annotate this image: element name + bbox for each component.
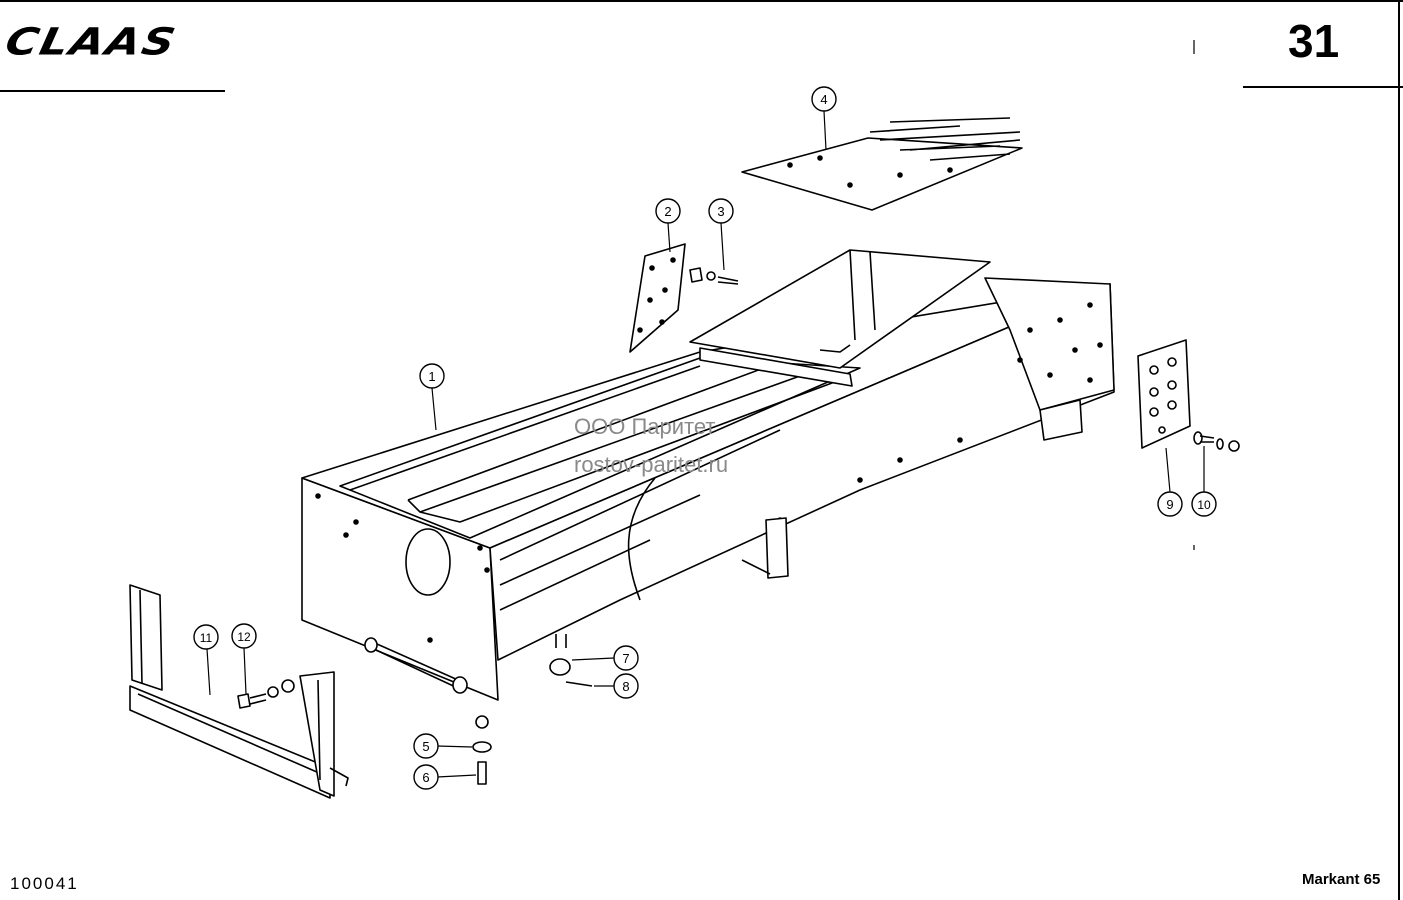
part-11-support-frame	[129, 584, 349, 799]
callout-12: 12	[231, 623, 257, 649]
callout-1: 1	[419, 363, 445, 389]
callout-6: 6	[413, 764, 439, 790]
svg-text:11: 11	[200, 631, 213, 645]
part-2-gusset-plate	[629, 243, 686, 353]
watermark-company: ООО Паритет	[574, 414, 716, 439]
part-3-bolt-set	[689, 267, 739, 285]
brand-rule	[0, 90, 225, 92]
svg-text:10: 10	[1197, 498, 1211, 512]
page-number: 31	[1288, 15, 1340, 67]
part-7-8-nut-pin	[549, 658, 593, 687]
part-5-6-fasteners	[472, 715, 492, 785]
leader-lines	[206, 40, 1205, 778]
callout-2: 2	[655, 198, 681, 224]
part-9-side-plate	[1137, 339, 1191, 449]
callout-7: 7	[613, 645, 639, 671]
callout-5: 5	[413, 733, 439, 759]
svg-text:3: 3	[717, 204, 724, 219]
svg-text:5: 5	[422, 739, 429, 754]
model-name: Markant 65	[1302, 871, 1381, 888]
callout-9: 9	[1157, 491, 1183, 517]
svg-text:9: 9	[1166, 497, 1173, 512]
frame-top-line	[0, 0, 1403, 2]
svg-text:7: 7	[622, 651, 629, 666]
svg-text:1: 1	[428, 369, 435, 384]
callout-11: 11	[193, 624, 219, 650]
svg-text:6: 6	[422, 770, 429, 785]
svg-text:8: 8	[622, 679, 629, 694]
callout-bubbles: 1 2 3 4 5 6 7 8 9 10 11 12	[193, 86, 1217, 790]
cross-tube	[364, 637, 468, 694]
frame-right-line	[1398, 0, 1400, 900]
drawing-code: 100041	[10, 874, 79, 893]
svg-text:2: 2	[664, 204, 671, 219]
svg-text:4: 4	[820, 92, 827, 107]
part-4-top-cover	[741, 117, 1023, 211]
watermark-url: rostov-paritet.ru	[574, 452, 729, 477]
callout-4: 4	[811, 86, 837, 112]
part-10-bolt-set	[1193, 431, 1240, 452]
callout-8: 8	[613, 673, 639, 699]
part-12-bolt-set	[237, 679, 295, 709]
page-rule	[1243, 86, 1403, 88]
svg-text:12: 12	[237, 630, 251, 644]
callout-3: 3	[708, 198, 734, 224]
callout-10: 10	[1191, 491, 1217, 517]
main-frame-beam	[301, 249, 1115, 701]
